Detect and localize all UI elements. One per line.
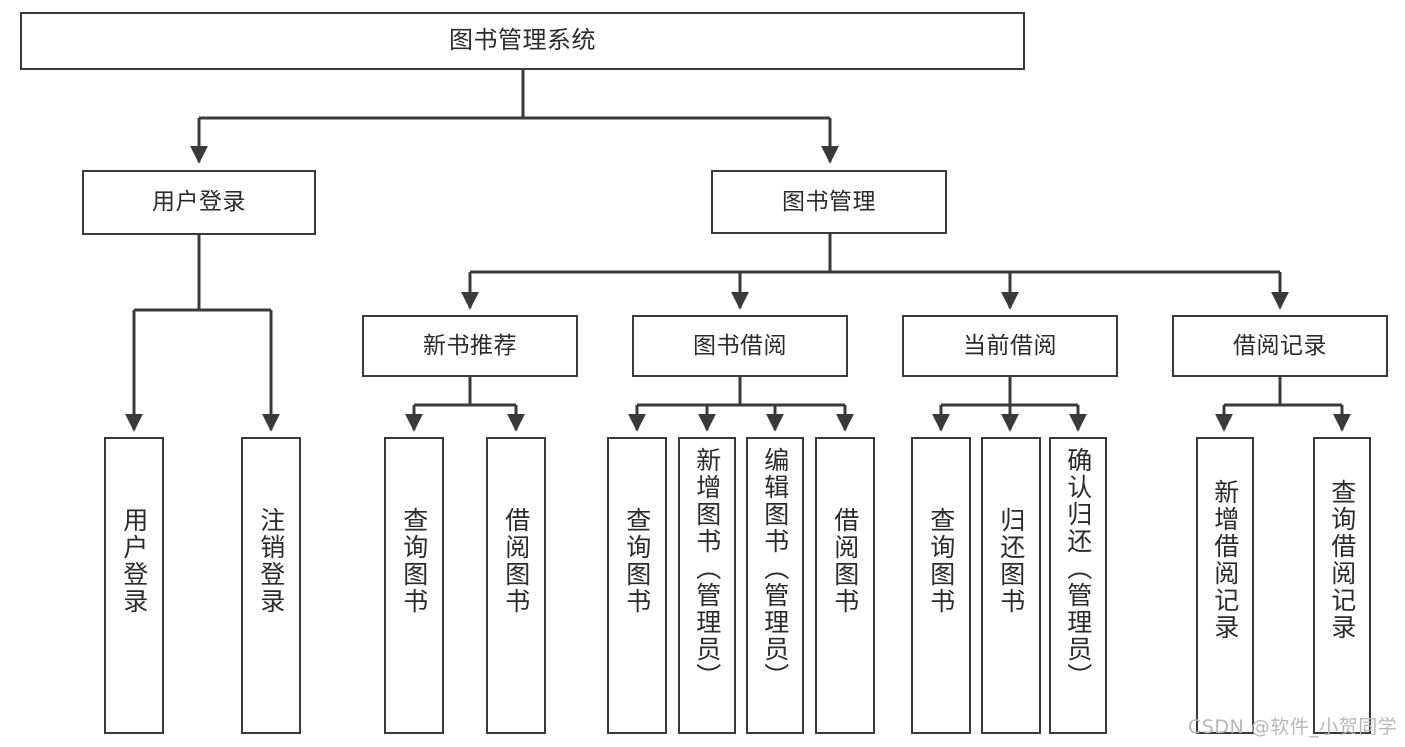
node-leaf-user-login[interactable]: 用户登录	[104, 437, 164, 734]
node-leaf-query-book-2-label: 查询图书	[622, 507, 652, 615]
watermark: CSDN @软件_小贺同学	[1188, 716, 1398, 738]
node-leaf-add-book-label: 新增图书（管理员）	[692, 447, 722, 690]
node-book-manage[interactable]: 图书管理	[711, 170, 947, 234]
node-leaf-query-book-3[interactable]: 查询图书	[911, 437, 971, 734]
node-leaf-query-book-2[interactable]: 查询图书	[607, 437, 667, 734]
node-book-borrow[interactable]: 图书借阅	[632, 315, 848, 377]
node-current-borrow-label: 当前借阅	[963, 332, 1057, 359]
node-user-login-label: 用户登录	[152, 189, 246, 216]
node-leaf-borrow-book-2-label: 借阅图书	[830, 507, 860, 615]
node-user-login[interactable]: 用户登录	[82, 170, 316, 235]
node-leaf-query-record[interactable]: 查询借阅记录	[1313, 437, 1371, 734]
node-leaf-add-record[interactable]: 新增借阅记录	[1196, 437, 1254, 734]
node-leaf-query-book-1[interactable]: 查询图书	[384, 437, 444, 734]
node-leaf-confirm-return[interactable]: 确认归还（管理员）	[1049, 437, 1107, 734]
node-new-book-recommend[interactable]: 新书推荐	[362, 315, 578, 377]
node-leaf-borrow-book-1-label: 借阅图书	[501, 507, 531, 615]
node-leaf-query-book-3-label: 查询图书	[926, 507, 956, 615]
node-leaf-add-book[interactable]: 新增图书（管理员）	[678, 437, 736, 734]
node-leaf-borrow-book-2[interactable]: 借阅图书	[815, 437, 875, 734]
node-book-manage-label: 图书管理	[782, 188, 876, 215]
node-leaf-return-book[interactable]: 归还图书	[981, 437, 1041, 734]
node-new-book-recommend-label: 新书推荐	[423, 332, 517, 359]
node-borrow-record[interactable]: 借阅记录	[1172, 315, 1388, 377]
node-leaf-query-record-label: 查询借阅记录	[1327, 479, 1357, 641]
node-leaf-borrow-book-1[interactable]: 借阅图书	[486, 437, 546, 734]
node-root[interactable]: 图书管理系统	[20, 12, 1025, 70]
node-current-borrow[interactable]: 当前借阅	[902, 315, 1118, 377]
node-leaf-query-book-1-label: 查询图书	[399, 507, 429, 615]
node-book-borrow-label: 图书借阅	[693, 332, 787, 359]
node-leaf-user-login-label: 用户登录	[119, 507, 149, 615]
node-leaf-edit-book[interactable]: 编辑图书（管理员）	[746, 437, 804, 734]
node-leaf-add-record-label: 新增借阅记录	[1210, 479, 1240, 641]
node-root-label: 图书管理系统	[449, 26, 596, 55]
node-borrow-record-label: 借阅记录	[1233, 332, 1327, 359]
node-leaf-logout-login-label: 注销登录	[256, 507, 286, 615]
node-leaf-confirm-return-label: 确认归还（管理员）	[1063, 447, 1093, 690]
node-leaf-return-book-label: 归还图书	[996, 507, 1026, 615]
node-leaf-logout-login[interactable]: 注销登录	[241, 437, 301, 734]
node-leaf-edit-book-label: 编辑图书（管理员）	[760, 447, 790, 690]
